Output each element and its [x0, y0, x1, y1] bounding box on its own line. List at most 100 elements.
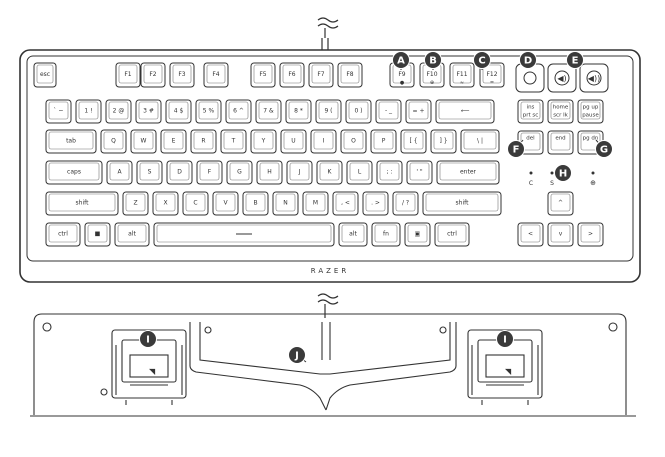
key-f1[interactable]: F1 — [115, 62, 141, 88]
key-row2-7[interactable]: U — [280, 129, 307, 154]
key-row2-1-label: Q — [111, 138, 116, 145]
key-row2-6[interactable]: Y — [250, 129, 277, 154]
key-row2-4[interactable]: R — [190, 129, 217, 154]
key-num-1[interactable]: 1 ! — [75, 99, 102, 124]
key-row2-5[interactable]: T — [220, 129, 247, 154]
key-f5[interactable]: F5 — [250, 62, 276, 88]
key-f7[interactable]: F7 — [308, 62, 334, 88]
key-row2-0[interactable]: tab — [45, 129, 97, 154]
key-f3[interactable]: F3 — [169, 62, 195, 88]
key-row3-12[interactable]: enter — [436, 160, 500, 185]
key-arrow-up[interactable]: ^ — [547, 191, 574, 216]
key-nav-5-label-0: pg dn — [583, 136, 599, 142]
key-row3-6[interactable]: H — [256, 160, 283, 185]
key-row4-6[interactable]: N — [272, 191, 299, 216]
key-num-2[interactable]: 2 @ — [105, 99, 132, 124]
key-f11[interactable]: F11 — [449, 62, 475, 88]
key-row4-3[interactable]: C — [182, 191, 209, 216]
key-f9[interactable]: F9 — [389, 62, 415, 88]
key-row2-13[interactable]: \ | — [460, 129, 500, 154]
key-row3-5[interactable]: G — [226, 160, 253, 185]
key-row4-9[interactable]: . > — [362, 191, 389, 216]
key-num-8[interactable]: 8 * — [285, 99, 312, 124]
key-row3-11[interactable]: ' " — [406, 160, 433, 185]
key-space[interactable] — [153, 222, 335, 247]
key-row5-5[interactable]: fn — [371, 222, 401, 247]
key-row4-8[interactable]: , < — [332, 191, 359, 216]
key-row5-1[interactable]: ■ — [84, 222, 111, 247]
key-row5-7[interactable]: ctrl — [434, 222, 470, 247]
key-row3-4[interactable]: F — [196, 160, 223, 185]
key-num-7[interactable]: 7 & — [255, 99, 282, 124]
key-row5-0[interactable]: ctrl — [45, 222, 81, 247]
key-row2-9[interactable]: O — [340, 129, 367, 154]
key-row2-11[interactable]: [ { — [400, 129, 427, 154]
key-nav-4-label-0: end — [555, 136, 565, 142]
key-num-4[interactable]: 4 $ — [165, 99, 192, 124]
key-num-11[interactable]: - _ — [375, 99, 402, 124]
key-f8-label: F8 — [346, 71, 353, 78]
key-num-3-label: 3 # — [143, 108, 154, 115]
key-f2[interactable]: F2 — [140, 62, 166, 88]
key-row2-1[interactable]: Q — [100, 129, 127, 154]
key-num-10[interactable]: 0 ) — [345, 99, 372, 124]
key-num-5[interactable]: 5 % — [195, 99, 222, 124]
key-row3-0[interactable]: caps — [45, 160, 103, 185]
key-row4-4[interactable]: V — [212, 191, 239, 216]
key-row4-1[interactable]: Z — [122, 191, 149, 216]
key-num-9[interactable]: 9 ( — [315, 99, 342, 124]
key-num-12[interactable]: = + — [405, 99, 432, 124]
key-f6[interactable]: F6 — [279, 62, 305, 88]
key-row2-2[interactable]: W — [130, 129, 157, 154]
key-nav-4[interactable]: end — [547, 130, 574, 155]
key-f12[interactable]: F12 — [479, 62, 505, 88]
key-row4-7[interactable]: M — [302, 191, 329, 216]
key-row2-10[interactable]: P — [370, 129, 397, 154]
key-row5-6[interactable]: ▣ — [404, 222, 431, 247]
key-num-3[interactable]: 3 # — [135, 99, 162, 124]
key-row4-4-label: V — [223, 200, 228, 207]
key-row4-2[interactable]: X — [152, 191, 179, 216]
key-num-0[interactable]: ` ~ — [45, 99, 72, 124]
cable-top — [317, 17, 339, 50]
key-row4-10[interactable]: / ? — [392, 191, 419, 216]
key-arrow-down[interactable]: v — [547, 222, 574, 247]
key-num-6[interactable]: 6 ^ — [225, 99, 252, 124]
key-row5-4[interactable]: alt — [338, 222, 368, 247]
key-f4[interactable]: F4 — [203, 62, 229, 88]
key-row4-0[interactable]: shift — [45, 191, 119, 216]
callout-label: F — [513, 145, 520, 156]
key-row3-3[interactable]: D — [166, 160, 193, 185]
key-row5-2[interactable]: alt — [114, 222, 150, 247]
key-row5-0-label: ctrl — [58, 231, 68, 238]
key-num-13[interactable]: ⟵ — [435, 99, 495, 124]
key-arrow-right[interactable]: > — [577, 222, 604, 247]
key-row4-11[interactable]: shift — [422, 191, 502, 216]
key-row2-9-label: O — [351, 138, 356, 145]
key-esc[interactable]: esc — [33, 62, 57, 88]
key-row4-5[interactable]: B — [242, 191, 269, 216]
key-row3-3-label: D — [177, 169, 182, 176]
caps-indicator-label: C — [529, 180, 533, 187]
key-f8[interactable]: F8 — [337, 62, 363, 88]
key-row3-7[interactable]: J — [286, 160, 313, 185]
key-row3-4-label: F — [208, 169, 212, 176]
key-nav-1-label-1: scr lk — [553, 113, 568, 119]
key-arrow-left[interactable]: < — [517, 222, 544, 247]
scroll-indicator-label: S — [550, 180, 554, 187]
key-row3-1[interactable]: A — [106, 160, 133, 185]
key-row2-3[interactable]: E — [160, 129, 187, 154]
key-row3-2[interactable]: S — [136, 160, 163, 185]
key-row3-9[interactable]: L — [346, 160, 373, 185]
key-row2-8[interactable]: I — [310, 129, 337, 154]
key-row2-12[interactable]: ] } — [430, 129, 457, 154]
key-f3-label: F3 — [178, 71, 185, 78]
key-row3-10[interactable]: ; : — [376, 160, 403, 185]
key-row3-8[interactable]: K — [316, 160, 343, 185]
callout-label: B — [429, 56, 437, 67]
volume-up-icon: ◀)) — [588, 74, 600, 83]
